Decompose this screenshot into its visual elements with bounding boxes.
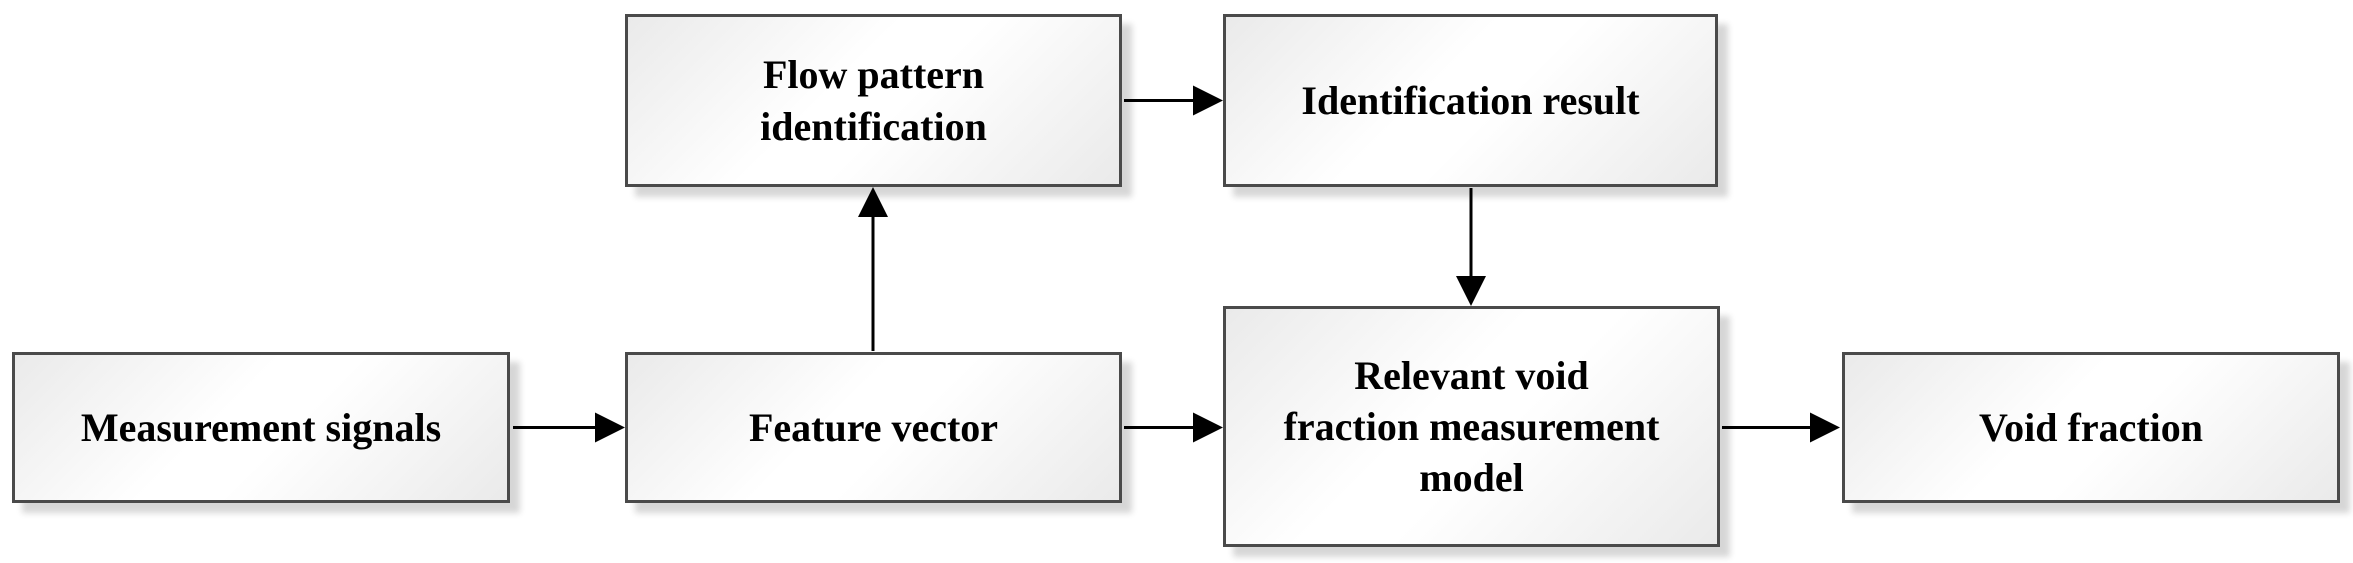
- node-feature-vector-label: Feature vector: [748, 404, 999, 450]
- node-void-fraction-model: Relevant void fraction measurement model: [1223, 306, 1720, 547]
- node-void-fraction-model-label: Relevant void fraction measurement model: [1283, 352, 1660, 501]
- node-void-fraction: Void fraction: [1842, 352, 2340, 503]
- node-identification-result: Identification result: [1223, 14, 1718, 187]
- node-feature-vector: Feature vector: [625, 352, 1122, 503]
- node-identification-result-label: Identification result: [1301, 77, 1640, 123]
- node-measurement-signals: Measurement signals: [12, 352, 510, 503]
- node-flow-pattern-identification: Flow pattern identification: [625, 14, 1122, 187]
- node-void-fraction-label: Void fraction: [1978, 404, 2204, 450]
- node-measurement-signals-label: Measurement signals: [80, 404, 442, 450]
- node-flow-pattern-identification-label: Flow pattern identification: [760, 52, 987, 149]
